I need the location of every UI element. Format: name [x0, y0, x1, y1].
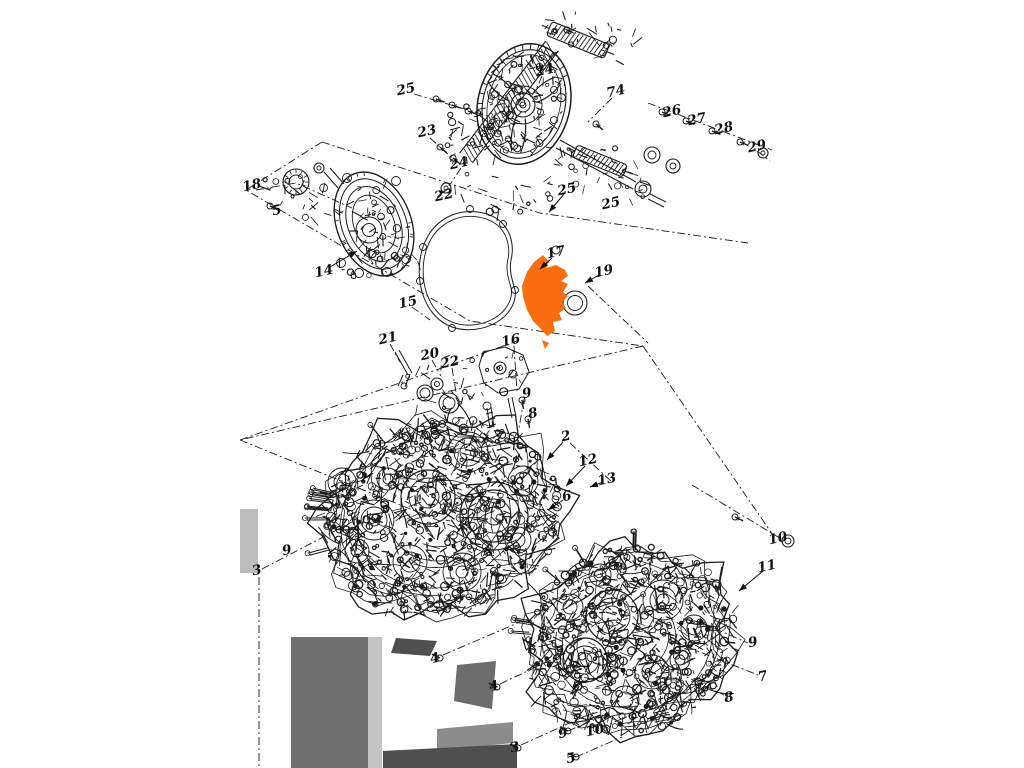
- part-label-25[interactable]: 25: [555, 180, 578, 200]
- crankcase-upper-half: [302, 402, 581, 623]
- coil-spring: [541, 21, 615, 59]
- part-label-29[interactable]: 29: [745, 137, 768, 157]
- flywheel-assembly: [459, 40, 637, 190]
- part-label-9[interactable]: 9: [747, 634, 760, 652]
- part-label-4[interactable]: 4: [429, 650, 442, 668]
- coil-spring: [567, 145, 633, 177]
- part-label-5[interactable]: 5: [271, 202, 284, 220]
- part-label-10[interactable]: 10: [767, 529, 789, 549]
- part-label-9[interactable]: 9: [557, 725, 570, 743]
- part-label-24[interactable]: 24: [447, 154, 470, 174]
- part-label-22[interactable]: 22: [432, 186, 455, 206]
- leader-arrows: [329, 193, 764, 592]
- part-label-4[interactable]: 4: [488, 678, 501, 696]
- part-label-19[interactable]: 19: [593, 262, 615, 282]
- part-label-21[interactable]: 21: [376, 329, 399, 349]
- part-label-25[interactable]: 25: [394, 80, 417, 100]
- shadow-shapes: [240, 509, 517, 768]
- part-label-7[interactable]: 7: [757, 668, 770, 686]
- part-label-2[interactable]: 2: [559, 428, 573, 446]
- part-label-14[interactable]: 14: [313, 262, 335, 282]
- washers-orings: [282, 146, 795, 734]
- alternator-cover: [333, 171, 415, 278]
- part-label-16[interactable]: 16: [500, 331, 522, 351]
- line-art-clutter: [259, 11, 650, 416]
- part-label-22[interactable]: 22: [438, 353, 461, 373]
- part-label-18[interactable]: 18: [241, 176, 263, 196]
- part-label-17[interactable]: 17: [545, 243, 567, 263]
- bolts: [266, 95, 749, 761]
- part-label-3[interactable]: 3: [251, 562, 264, 580]
- part-label-24[interactable]: 24: [533, 61, 556, 81]
- part-label-3[interactable]: 3: [509, 739, 522, 757]
- part-label-27[interactable]: 27: [685, 110, 708, 130]
- part-label-25[interactable]: 25: [599, 194, 622, 214]
- construction-lines: [239, 75, 784, 768]
- part-label-11[interactable]: 11: [756, 557, 778, 577]
- part-label-10[interactable]: 10: [584, 721, 606, 741]
- part-label-5[interactable]: 5: [565, 750, 578, 768]
- part-label-23[interactable]: 23: [415, 122, 438, 142]
- cover-gasket: [418, 211, 516, 331]
- part-label-74[interactable]: 74: [605, 82, 627, 102]
- part-label-6[interactable]: 6: [561, 488, 574, 506]
- small-parts: [283, 51, 667, 429]
- part-label-12[interactable]: 12: [577, 451, 599, 471]
- part-label-8[interactable]: 8: [723, 689, 736, 707]
- part-label-28[interactable]: 28: [712, 119, 735, 139]
- part-label-13[interactable]: 13: [596, 470, 618, 490]
- part-label-20[interactable]: 20: [418, 345, 441, 365]
- part-label-9[interactable]: 9: [281, 542, 294, 560]
- part-label-26[interactable]: 26: [660, 102, 683, 122]
- part-label-9[interactable]: 9: [521, 385, 534, 403]
- part-label-15[interactable]: 15: [397, 293, 419, 313]
- crankcase-lower-half: [507, 528, 746, 744]
- selected-part[interactable]: [522, 255, 568, 349]
- part-label-8[interactable]: 8: [527, 405, 540, 423]
